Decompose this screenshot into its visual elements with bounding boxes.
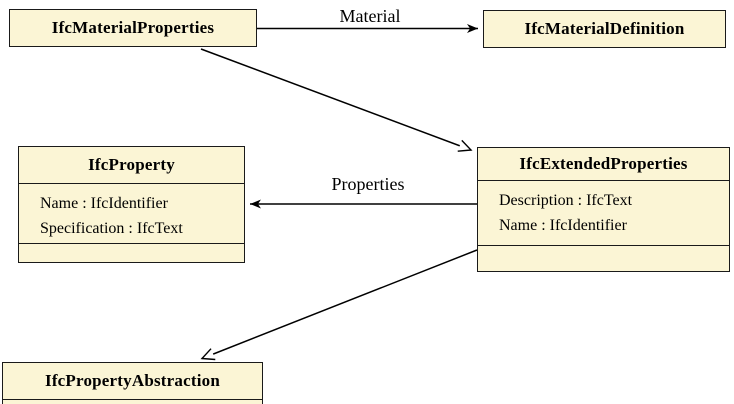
properties-edge-label: Properties <box>331 174 405 194</box>
attribute-row: Name : IfcIdentifier <box>499 216 627 234</box>
operations-compartment-empty <box>478 244 729 272</box>
attribute-row: Specification : IfcText <box>40 219 183 237</box>
attribute-row: Name : IfcIdentifier <box>40 194 168 212</box>
class-box-ifcpropertyabstraction[interactable]: IfcPropertyAbstraction <box>2 362 263 400</box>
class-title[interactable]: IfcPropertyAbstraction <box>45 371 220 390</box>
attributes-compartment: Description : IfcText Name : IfcIdentifi… <box>478 179 729 245</box>
generalization-line-materialproperties-extendedproperties <box>200 48 473 152</box>
operations-compartment-empty <box>19 242 244 263</box>
class-title[interactable]: IfcExtendedProperties <box>519 153 688 173</box>
attributes-compartment: Name : IfcIdentifier Specification : Ifc… <box>19 182 244 243</box>
class-box-ifcmaterialdefinition[interactable]: IfcMaterialDefinition <box>483 10 726 48</box>
generalization-line-extendedproperties-propertyabstraction <box>200 249 478 361</box>
class-title[interactable]: IfcProperty <box>88 154 175 174</box>
class-box-ifcproperty[interactable]: IfcProperty Name : IfcIdentifier Specifi… <box>18 146 245 263</box>
class-box-ifcextendedproperties[interactable]: IfcExtendedProperties Description : IfcT… <box>477 147 730 272</box>
class-title[interactable]: IfcMaterialProperties <box>51 18 215 37</box>
material-edge-label: Material <box>339 6 401 26</box>
class-box-ifcmaterialproperties[interactable]: IfcMaterialProperties <box>9 9 257 47</box>
attribute-row: Description : IfcText <box>499 191 633 209</box>
class-box-ifcpropertyabstraction-cutoff-compartment <box>2 400 263 404</box>
class-title[interactable]: IfcMaterialDefinition <box>524 19 685 38</box>
